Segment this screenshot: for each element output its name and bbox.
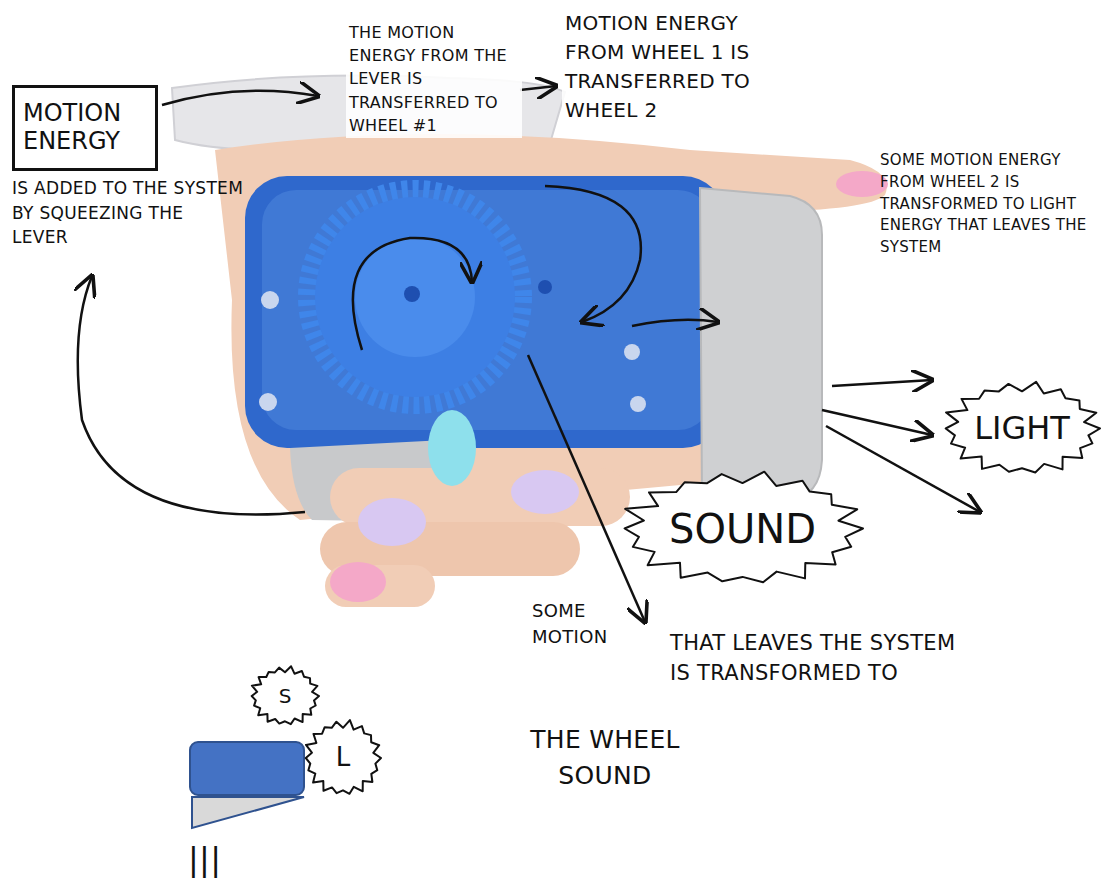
sound-leader (528, 355, 645, 622)
fingernail (511, 470, 579, 514)
node-text: LIGHT (974, 410, 1070, 447)
starburst-shape (946, 382, 1100, 473)
annotation: IS ADDED TO THE SYSTEM BY SQUEEZING THE … (12, 176, 244, 250)
fingernail (330, 562, 386, 602)
gear-teeth (307, 189, 523, 405)
annotation: THE WHEEL SOUND (505, 722, 705, 795)
flashlight-window (262, 190, 712, 430)
annotation: SOME MOTION ENERGY FROM WHEEL 2 IS TRANS… (880, 150, 1095, 259)
leader-arrow (520, 86, 556, 90)
light-ray (832, 380, 932, 386)
wheel-axle (538, 280, 552, 294)
gear-axle (404, 286, 420, 302)
flashlight-body (245, 176, 725, 448)
node-text: SOUND (669, 506, 816, 552)
screw (259, 393, 277, 411)
transfer-arrow (545, 186, 641, 322)
leader-arrow (78, 276, 305, 515)
starburst: L (303, 719, 383, 797)
annotation: ||| (188, 836, 248, 882)
gear (315, 197, 515, 397)
annotation: MOTION ENERGY FROM WHEEL 1 IS TRANSFERRE… (562, 8, 796, 126)
annotation: SOME MOTION (532, 598, 624, 650)
node-text: MOTION ENERGY (23, 100, 147, 155)
leader-arrow (162, 91, 318, 105)
screw (261, 291, 279, 309)
starburst-shape (306, 720, 381, 794)
node-text: S (279, 685, 292, 708)
starburst: SOUND (620, 471, 865, 586)
gear-hub (355, 237, 475, 357)
fingernail (358, 498, 426, 546)
rotation-arrow (353, 238, 472, 350)
fingernail (428, 410, 476, 486)
annotation: THE MOTION ENERGY FROM THE LEVER IS TRAN… (346, 20, 522, 138)
screw (624, 344, 640, 360)
starburst: S (249, 665, 321, 727)
starburst: LIGHT (942, 381, 1102, 476)
flashlight-head (700, 188, 822, 500)
screw (630, 396, 646, 412)
annotation: THAT LEAVES THE SYSTEM IS TRANSFORMED TO (670, 628, 970, 689)
node-text: L (336, 743, 351, 773)
light-ray (822, 410, 932, 435)
transfer-arrow (632, 320, 718, 326)
starburst-shape (625, 472, 863, 583)
energy-box: MOTION ENERGY (12, 85, 158, 171)
sketch-lever (192, 797, 304, 828)
sketch-flashlight (190, 742, 304, 795)
starburst-shape (252, 666, 319, 724)
